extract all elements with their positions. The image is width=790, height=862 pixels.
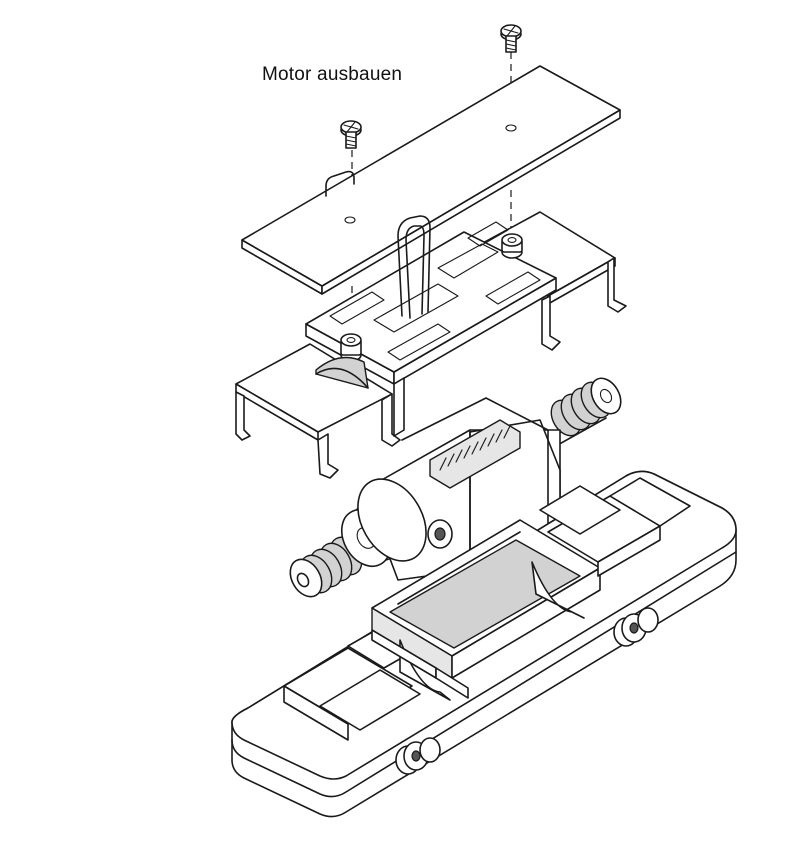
worm-gear-right — [550, 377, 622, 437]
wheel-icon — [613, 607, 659, 647]
worm-gear-left — [289, 536, 363, 598]
motor-holder-bracket — [235, 211, 627, 479]
chassis-frame — [231, 470, 737, 818]
screw-icon — [340, 120, 362, 149]
screw-icon — [500, 24, 522, 53]
diagram-title: Motor ausbauen — [262, 64, 403, 85]
cover-plate — [241, 65, 621, 295]
commutator-icon — [439, 425, 511, 471]
wheel-icon — [395, 737, 441, 775]
